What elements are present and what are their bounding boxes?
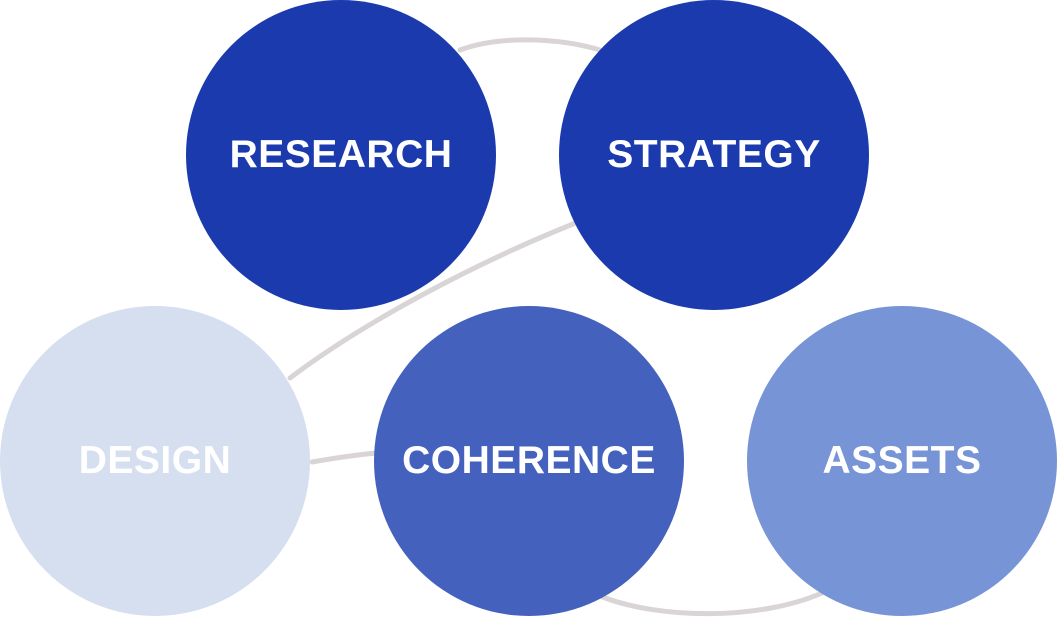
node-design-label: DESIGN <box>78 439 232 482</box>
node-assets: ASSETS <box>747 306 1057 616</box>
connector-coherence-assets <box>597 590 825 617</box>
node-assets-label: ASSETS <box>822 439 982 482</box>
connector-strategy-design <box>287 219 581 381</box>
node-coherence-label: COHERENCE <box>402 439 656 482</box>
connector-design-coherence <box>309 450 379 465</box>
node-research-label: RESEARCH <box>229 133 453 176</box>
node-coherence: COHERENCE <box>374 306 684 616</box>
node-design: DESIGN <box>0 306 310 616</box>
node-strategy: STRATEGY <box>559 0 869 310</box>
node-research: RESEARCH <box>186 0 496 310</box>
connector-research-strategy <box>457 37 603 53</box>
node-strategy-label: STRATEGY <box>607 133 821 176</box>
